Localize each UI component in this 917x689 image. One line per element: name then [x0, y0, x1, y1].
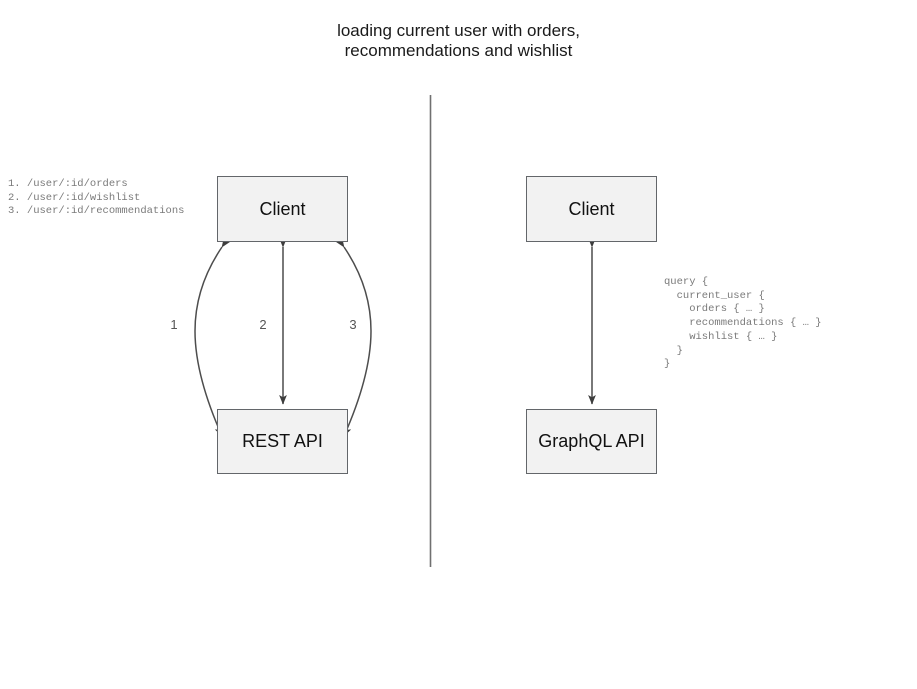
edge-3-curve [335, 237, 372, 437]
node-client-graphql[interactable]: Client [526, 176, 657, 242]
node-rest-api-label: REST API [242, 431, 323, 451]
edge-label-1: 1 [170, 317, 178, 332]
edge-1-curve [194, 237, 231, 437]
diagram-title: loading current user with orders, recomm… [337, 21, 580, 60]
edge-label-3: 3 [349, 317, 357, 332]
node-client-rest[interactable]: Client [217, 176, 348, 242]
node-client-graphql-label: Client [568, 198, 615, 219]
node-client-rest-label: Client [259, 198, 306, 219]
node-rest-api[interactable]: REST API [217, 409, 348, 474]
edge-label-2: 2 [259, 317, 267, 332]
node-graphql-api-label: GraphQL API [538, 431, 645, 451]
graphql-query-text: query { current_user { orders { … } reco… [664, 276, 822, 371]
node-graphql-api[interactable]: GraphQL API [526, 409, 657, 474]
rest-endpoint-list: 1. /user/:id/orders 2. /user/:id/wishlis… [8, 178, 185, 218]
